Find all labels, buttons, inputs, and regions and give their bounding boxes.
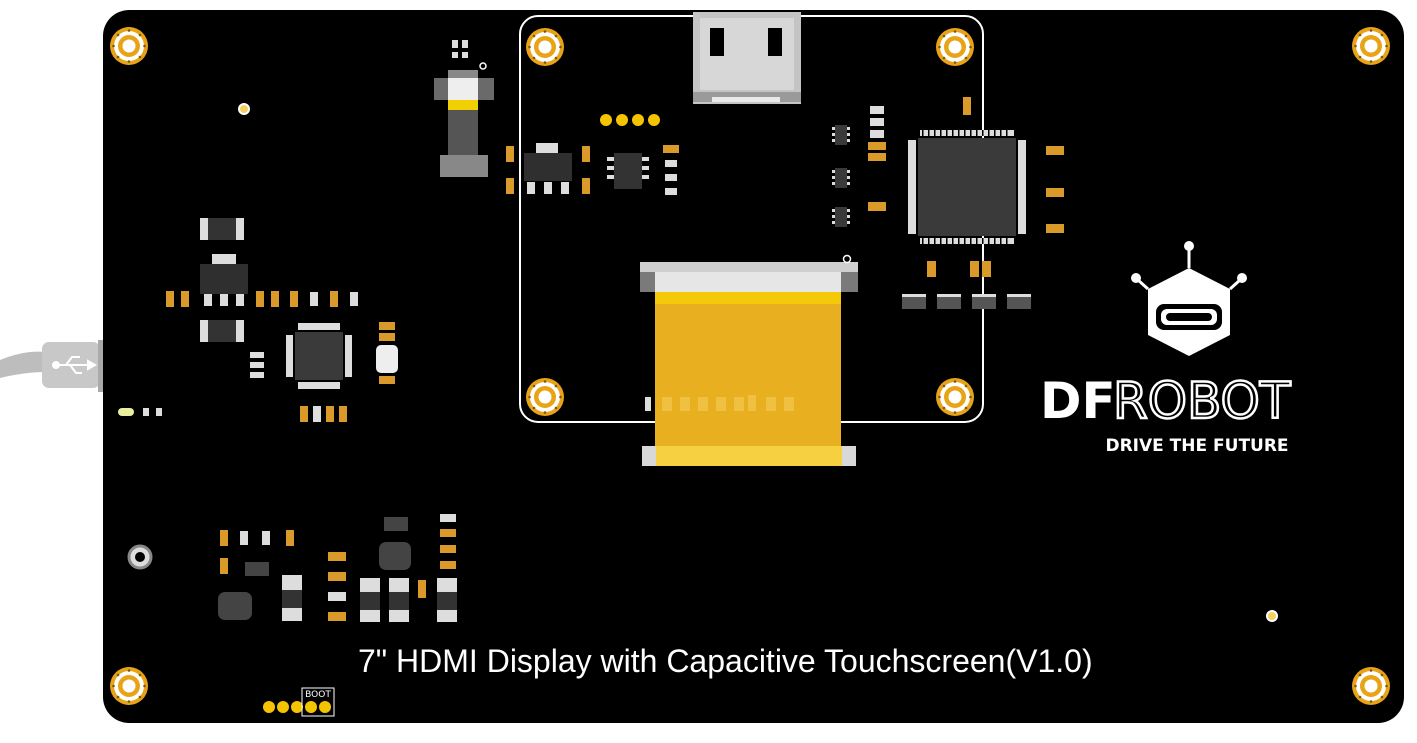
left-power-section <box>166 218 358 342</box>
usb-icon <box>52 356 98 374</box>
bottom-left-components <box>127 514 457 622</box>
processor-passives <box>832 97 1064 309</box>
hdmi-connector <box>693 12 801 104</box>
fiducial-top <box>238 103 250 115</box>
ffc-ribbon <box>640 254 858 466</box>
brand-tagline: DRIVE THE FUTURE <box>1105 436 1288 456</box>
voltage-regulator <box>506 143 590 194</box>
eeprom-chip <box>607 145 679 195</box>
boot-label: BOOT <box>305 690 331 700</box>
board-title: 7" HDMI Display with Capacitive Touchscr… <box>358 643 1093 679</box>
brand-logo-df: DF <box>1040 372 1116 430</box>
brand-logo-robot: ROBOT <box>1113 372 1291 430</box>
brand-wordmark: DF ROBOT DRIVE THE FUTURE <box>1040 371 1292 456</box>
main-processor-chip <box>908 130 1026 244</box>
small-ffc-connector <box>434 40 494 177</box>
fiducial-bottom <box>1266 610 1278 622</box>
test-points <box>600 114 660 126</box>
usb-controller-chip <box>118 322 398 422</box>
robot-head-icon <box>1131 241 1247 356</box>
boot-header: BOOT <box>263 687 335 717</box>
